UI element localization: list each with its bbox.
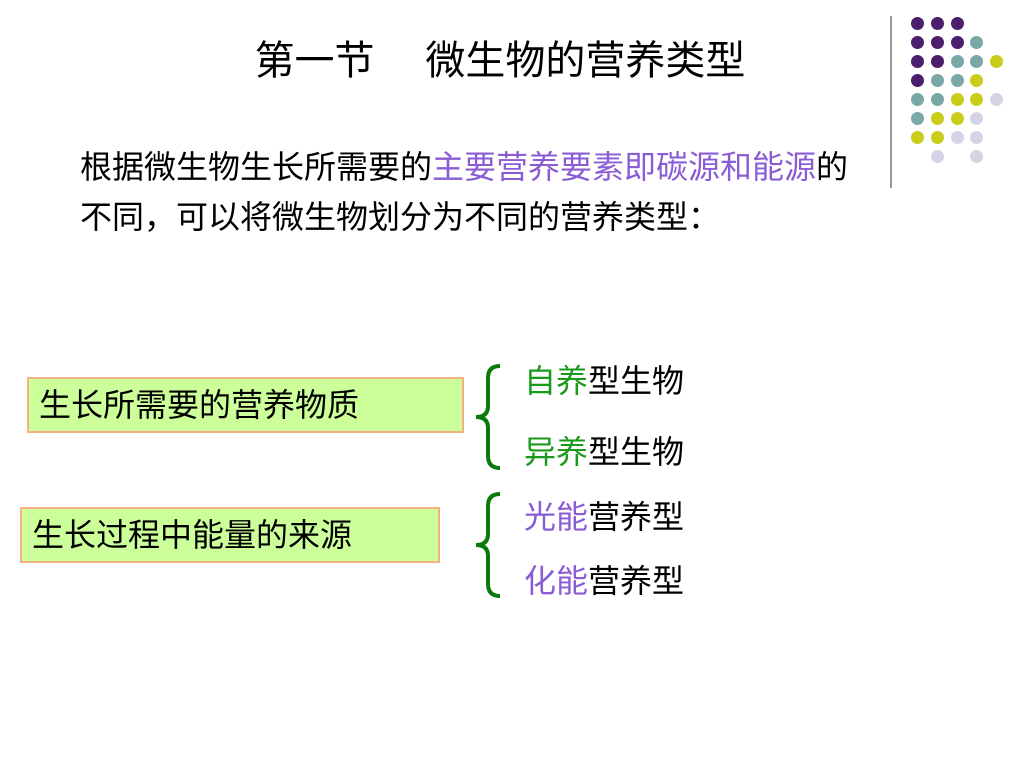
decorative-dot <box>951 17 964 30</box>
chemotroph-rest: 营养型 <box>588 562 685 600</box>
decorative-dot <box>911 112 924 125</box>
nutrient-requirement-box: 生长所需要的营养物质 <box>27 377 464 433</box>
decorative-dot <box>951 55 964 68</box>
decorative-dot <box>951 112 964 125</box>
decorative-dot <box>911 17 924 30</box>
heterotroph-key: 异养 <box>524 433 589 471</box>
autotroph-key: 自养 <box>524 362 589 400</box>
decorative-dot <box>931 150 944 163</box>
decorative-dot <box>931 17 944 30</box>
heterotroph-rest: 型生物 <box>588 433 685 471</box>
decorative-dot <box>970 55 983 68</box>
decorative-dot <box>970 112 983 125</box>
left-brace-icon <box>475 364 501 470</box>
phototroph-rest: 营养型 <box>588 498 685 536</box>
decorative-dot <box>931 112 944 125</box>
intro-paragraph: 根据微生物生长所需要的主要营养要素即碳源和能源的不同，可以将微生物划分为不同的营… <box>80 142 880 242</box>
decorative-dot <box>931 36 944 49</box>
left-brace-icon <box>475 492 501 598</box>
decorative-dot <box>970 74 983 87</box>
decorative-dot <box>970 131 983 144</box>
decorative-dot <box>911 131 924 144</box>
chemotroph-item: 化能营养型 <box>524 556 684 602</box>
autotroph-rest: 型生物 <box>588 362 685 400</box>
intro-text-before: 根据微生物生长所需要的 <box>80 148 433 186</box>
decorative-dot <box>931 55 944 68</box>
decorative-dot <box>951 74 964 87</box>
heterotroph-item: 异养型生物 <box>524 427 684 473</box>
chemotroph-key: 化能 <box>524 562 589 600</box>
autotroph-item: 自养型生物 <box>524 356 684 402</box>
decorative-dot <box>911 74 924 87</box>
phototroph-item: 光能营养型 <box>524 492 684 538</box>
decorative-dot <box>911 93 924 106</box>
intro-text-after: 的不同，可以将微生物划分为不同的营养类型： <box>80 148 849 236</box>
energy-source-box: 生长过程中能量的来源 <box>20 507 440 563</box>
decorative-dot <box>951 131 964 144</box>
phototroph-key: 光能 <box>524 498 589 536</box>
intro-text-highlight: 主要营养要素即碳源和能源 <box>432 148 817 186</box>
decorative-dot <box>931 74 944 87</box>
decorative-dot <box>970 36 983 49</box>
decorative-dot <box>931 93 944 106</box>
decorative-dot <box>911 36 924 49</box>
decorative-dot <box>931 131 944 144</box>
decorative-dot <box>990 55 1003 68</box>
decorative-dot <box>951 36 964 49</box>
decorative-dot <box>970 150 983 163</box>
decorative-divider-line <box>890 16 892 188</box>
slide-title: 第一节 微生物的营养类型 <box>254 38 746 84</box>
decorative-dot <box>911 55 924 68</box>
decorative-dot <box>951 93 964 106</box>
decorative-dot <box>990 93 1003 106</box>
decorative-dot <box>970 93 983 106</box>
